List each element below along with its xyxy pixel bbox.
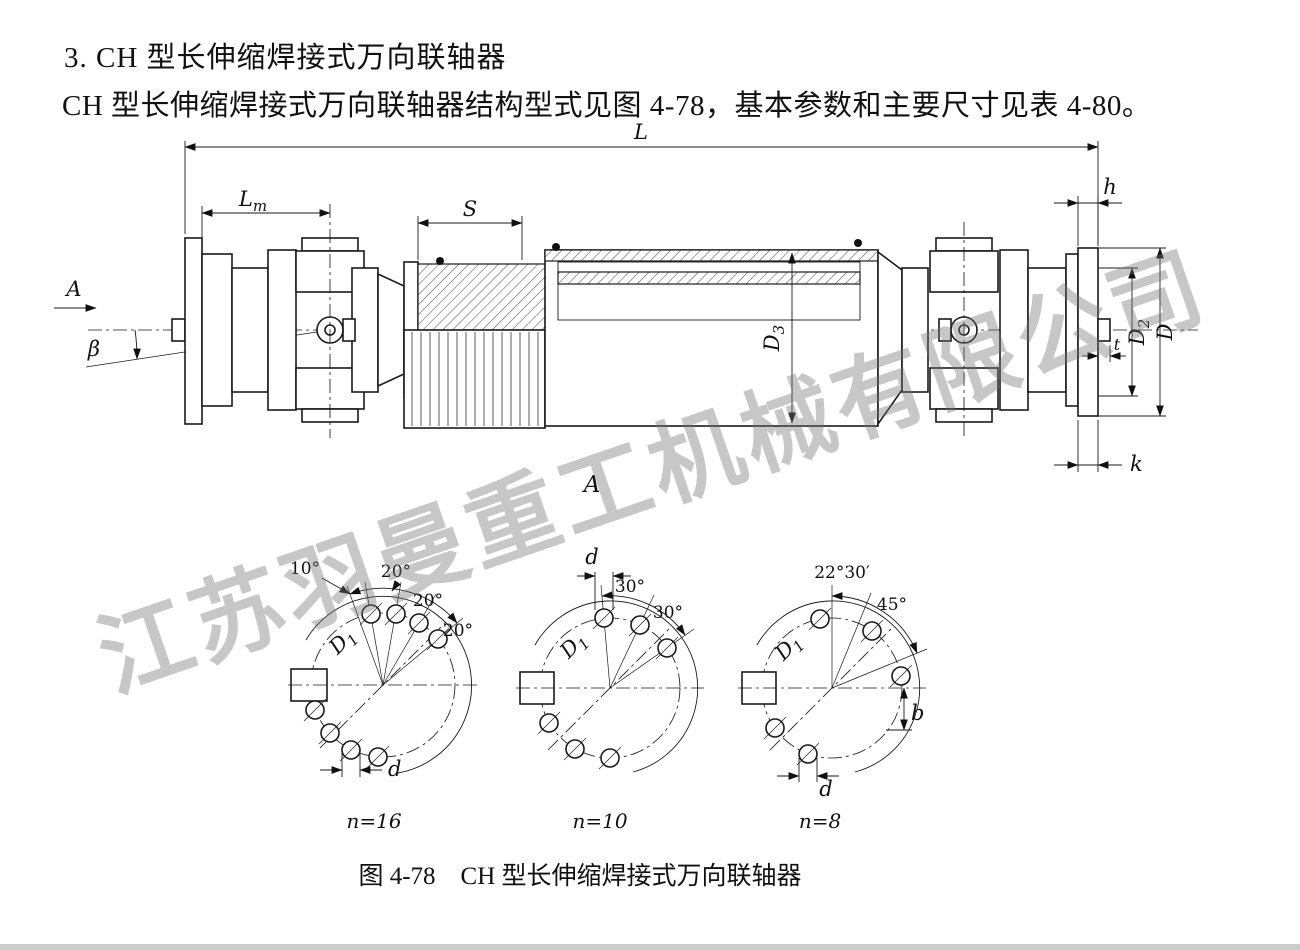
dim-label-b: b (911, 701, 924, 725)
angle-label: 10° (290, 559, 320, 579)
angle-label: 20° (381, 562, 411, 582)
angle-label: 30° (653, 603, 683, 623)
boot-ridges (411, 332, 539, 426)
coupling-assembly (85, 204, 1198, 438)
dim-label-L: L (633, 120, 648, 144)
dim-label-t: t (1114, 335, 1121, 354)
dim-label-S: S (463, 197, 477, 221)
angle-label: 22°30′ (814, 563, 870, 583)
dim-label-D3: D3 (760, 325, 788, 352)
right-universal-joint (901, 222, 1029, 438)
dim-k: k (1054, 420, 1143, 476)
angle-label: 30° (615, 577, 645, 597)
scan-edge (0, 944, 1300, 950)
angle-label: 20° (413, 591, 443, 611)
dim-hole-d: d (777, 758, 839, 801)
main-tube (544, 239, 903, 427)
beta-arc (133, 329, 141, 360)
dim-hole-d: d (320, 752, 401, 781)
section-heading: 3. CH 型长伸缩焊接式万向联轴器 (64, 42, 507, 74)
dim-label-D2: D2 (1125, 319, 1153, 346)
telescopic-sleeve (377, 257, 546, 429)
dim-b: b (886, 687, 924, 731)
dim-label-Lm: Lm (238, 187, 267, 215)
dim-Lm: Lm (201, 187, 331, 248)
dim-label-h: h (1103, 175, 1117, 199)
left-universal-joint (267, 204, 379, 438)
bolt-circle-label-D1: D1 (555, 627, 594, 666)
dim-label-k: k (1130, 452, 1143, 476)
dim-D3: D3 (760, 252, 796, 424)
bolt-pattern-view-n16: 10° 20° 20° 20° D1 d n=16 (288, 559, 478, 833)
view-arrow-label: A (64, 277, 81, 301)
dim-L: L (184, 120, 1099, 244)
bolt-pattern-view-n10: d 30° 30° D1 n=10 (516, 545, 704, 833)
dim-label-d: d (388, 757, 401, 781)
dim-S: S (417, 197, 523, 260)
dim-label-D: D (1153, 323, 1177, 341)
dim-label-d: d (585, 545, 598, 569)
dimensions: L Lm S h (54, 120, 1177, 498)
dim-label-d: d (819, 777, 832, 801)
section-label-A: A (582, 472, 601, 498)
angle-label: 45° (877, 595, 907, 615)
intro-paragraph: CH 型长伸缩焊接式万向联轴器结构型式见图 4-78，基本参数和主要尺寸见表 4… (62, 90, 1152, 122)
dim-h: h (1054, 175, 1122, 246)
view-direction-A: A (54, 277, 97, 312)
dim-label-beta: β (87, 337, 100, 361)
dim-t: t (1082, 335, 1126, 362)
dim-D2: D2 (1098, 267, 1153, 397)
bolt-circle-label-D1: D1 (324, 623, 363, 662)
hole-count: n=16 (346, 809, 401, 833)
hole-count: n=10 (572, 809, 627, 833)
figure-caption: 图 4-78 CH 型长伸缩焊接式万向联轴器 (358, 863, 802, 890)
bolt-pattern-view-n8: 22°30′ 45° D1 b d n=8 (738, 563, 928, 833)
right-flange (1027, 247, 1111, 417)
dim-D: D (1098, 247, 1177, 417)
hole-count: n=8 (799, 809, 841, 833)
dim-hole-d: d (577, 545, 631, 610)
left-flange (171, 237, 269, 425)
bolt-circle-label-D1: D1 (770, 629, 809, 668)
angle-label: 20° (443, 621, 473, 641)
